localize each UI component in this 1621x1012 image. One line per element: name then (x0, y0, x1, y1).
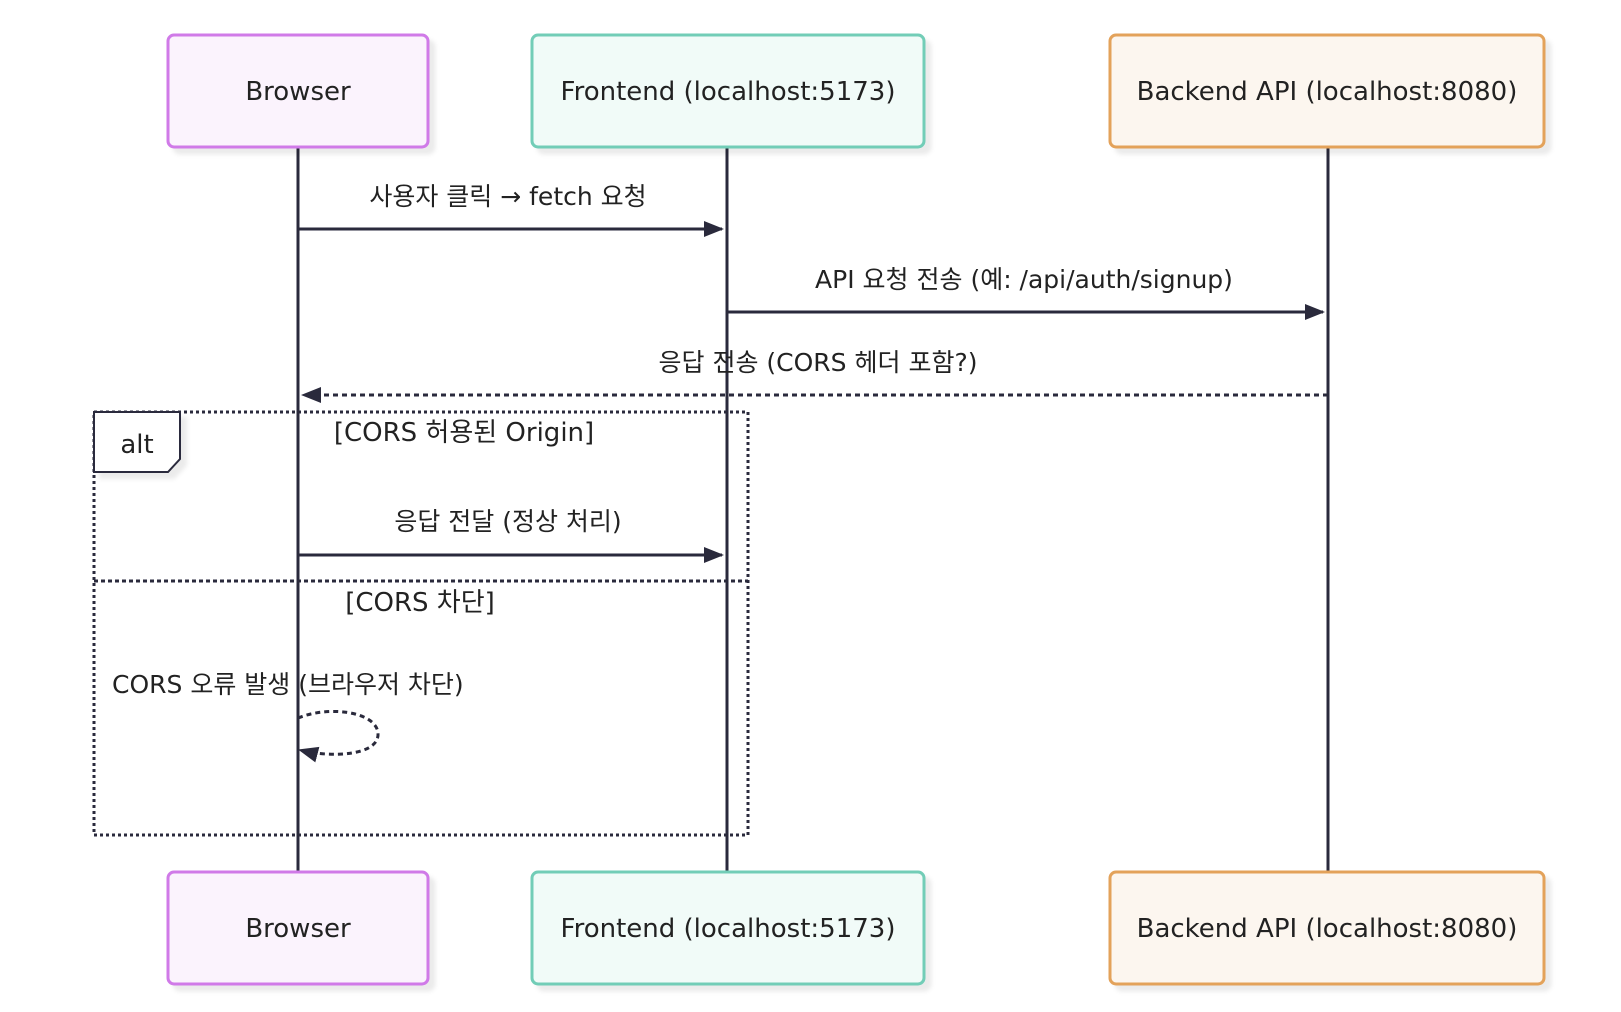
message-label-4: 응답 전달 (정상 처리) (394, 507, 621, 536)
actor-frontend-top-label: Frontend (localhost:5173) (561, 77, 896, 107)
actor-browser-top[interactable]: Browser (166, 33, 430, 149)
actor-backend-bottom[interactable]: Backend API (localhost:8080) (1108, 870, 1546, 986)
message-label-1: 사용자 클릭 → fetch 요청 (369, 182, 646, 211)
actor-browser-top-label: Browser (245, 77, 351, 107)
message-arrow-5-self-loop (297, 709, 380, 763)
alt-frame-tag: alt (120, 430, 153, 460)
actor-backend-top-label: Backend API (localhost:8080) (1137, 77, 1518, 107)
alt-section-2-guard: [CORS 차단] (345, 588, 495, 618)
alt-section-1-guard: [CORS 허용된 Origin] (334, 418, 594, 448)
message-label-3: 응답 전송 (CORS 헤더 포함?) (659, 348, 978, 377)
alt-frame: alt [CORS 허용된 Origin] [CORS 차단] (92, 410, 750, 837)
actor-backend-top[interactable]: Backend API (localhost:8080) (1108, 33, 1546, 149)
actor-browser-bottom-label: Browser (245, 914, 351, 944)
message-label-5: CORS 오류 발생 (브라우저 차단) (112, 670, 464, 699)
message-label-2: API 요청 전송 (예: /api/auth/signup) (815, 265, 1233, 294)
actor-frontend-bottom[interactable]: Frontend (localhost:5173) (530, 870, 926, 986)
actor-frontend-top[interactable]: Frontend (localhost:5173) (530, 33, 926, 149)
actor-frontend-bottom-label: Frontend (localhost:5173) (561, 914, 896, 944)
actor-backend-bottom-label: Backend API (localhost:8080) (1137, 914, 1518, 944)
actor-browser-bottom[interactable]: Browser (166, 870, 430, 986)
